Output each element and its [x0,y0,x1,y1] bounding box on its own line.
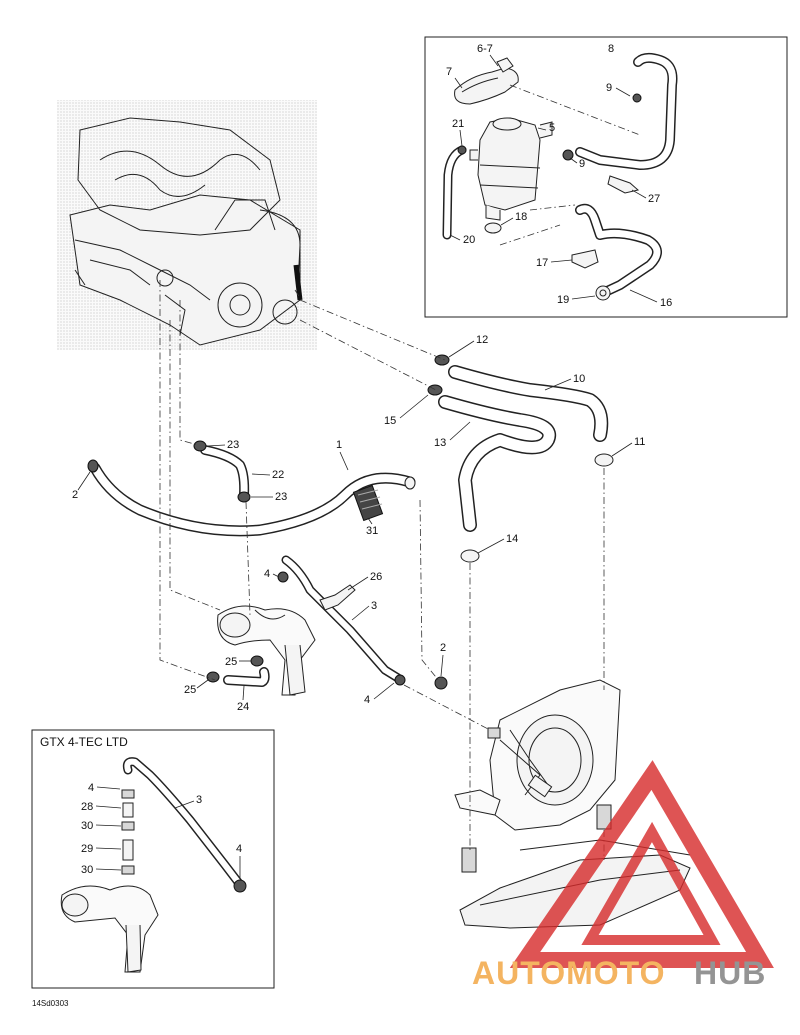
callout-26: 26 [370,571,382,583]
assembly-lines [159,280,605,860]
gtx-ltd-inset-panel [31,729,275,989]
corrugated-sleeve [352,484,384,522]
main-hoses [89,365,609,687]
watermark-triangle-logo [509,760,774,968]
callout-12: 12 [476,334,488,346]
inset-callout-3: 3 [196,794,202,806]
callout-16: 16 [660,297,672,309]
hose-clamps [87,354,614,690]
callout-22: 22 [272,469,284,481]
callout-25-left: 25 [184,684,196,696]
callout-27: 27 [648,193,660,205]
callout-9-upper: 9 [606,82,612,94]
callout-2-right: 2 [440,642,446,654]
pump-housing [217,605,316,696]
callout-23-upper: 23 [227,439,239,451]
reservoir-inset-panel [424,36,788,318]
callout-4-upper: 4 [264,568,270,580]
callout-1: 1 [336,439,342,451]
callout-18: 18 [515,211,527,223]
callout-8: 8 [608,43,614,55]
inset-callout-30-lower: 30 [81,864,93,876]
callout-19: 19 [557,294,569,306]
reservoir-cap [454,57,519,105]
callout-10: 10 [573,373,585,385]
callout-2-left: 2 [72,489,78,501]
engine-block [57,100,317,350]
coolant-reservoir [469,117,553,221]
callout-24: 24 [237,701,249,713]
callout-17: 17 [536,257,548,269]
automotohub-watermark: AUTOMOTO HUB [472,760,774,991]
callout-7: 7 [446,66,452,78]
watermark-hub: HUB [694,955,766,991]
callout-15: 15 [384,415,396,427]
callout-3: 3 [371,600,377,612]
figure-code: 14Sd0303 [32,999,69,1008]
inset-callout-30-upper: 30 [81,820,93,832]
callout-23-lower: 23 [275,491,287,503]
callout-6-7: 6-7 [477,43,493,55]
gtx-inset-title: GTX 4-TEC LTD [40,735,128,749]
gtx-inset-callouts: GTX 4-TEC LTD 4 3 28 30 29 30 4 [40,735,242,878]
main-callouts: 12 10 15 13 11 23 1 22 23 2 31 14 4 26 3… [72,334,645,713]
inset-callout-4-bottom: 4 [236,843,242,855]
inset-callout-4-top: 4 [88,782,94,794]
callout-14: 14 [506,533,518,545]
watermark-automoto: AUTOMOTO [472,955,665,991]
callout-31: 31 [366,525,378,537]
callout-21: 21 [452,118,464,130]
callout-9-lower: 9 [579,158,585,170]
inset-callout-29: 29 [81,843,93,855]
callout-25-right: 25 [225,656,237,668]
callout-4-lower: 4 [364,694,370,706]
inset-callouts: 6-7 7 8 9 21 5 9 27 18 20 17 16 19 [446,43,672,309]
callout-13: 13 [434,437,446,449]
callout-11: 11 [634,436,645,448]
inset-callout-28: 28 [81,801,93,813]
callout-5: 5 [549,122,555,134]
callout-20: 20 [463,234,475,246]
